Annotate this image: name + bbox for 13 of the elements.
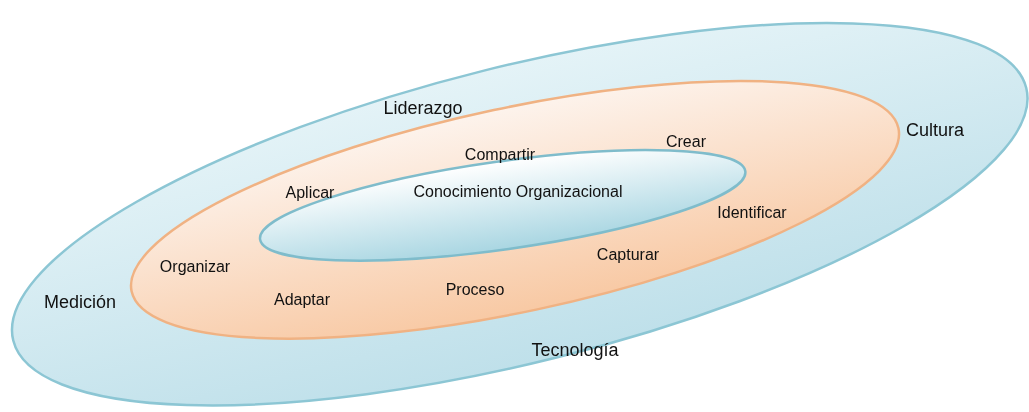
band-label: Conocimiento Organizacional: [413, 182, 623, 201]
band-label: Medición: [43, 291, 116, 313]
band-label: Liderazgo: [383, 97, 463, 119]
band-label: Proceso: [445, 281, 505, 299]
band-label: Identificar: [717, 204, 787, 222]
band-label: Tecnología: [531, 339, 619, 361]
band-label: Capturar: [596, 246, 660, 264]
band-label: Organizar: [159, 258, 231, 276]
band-label: Aplicar: [285, 184, 335, 202]
band-label: Adaptar: [273, 291, 330, 309]
band-label: Compartir: [464, 146, 536, 164]
band-label: Crear: [666, 133, 706, 151]
band-label: Cultura: [905, 119, 964, 141]
